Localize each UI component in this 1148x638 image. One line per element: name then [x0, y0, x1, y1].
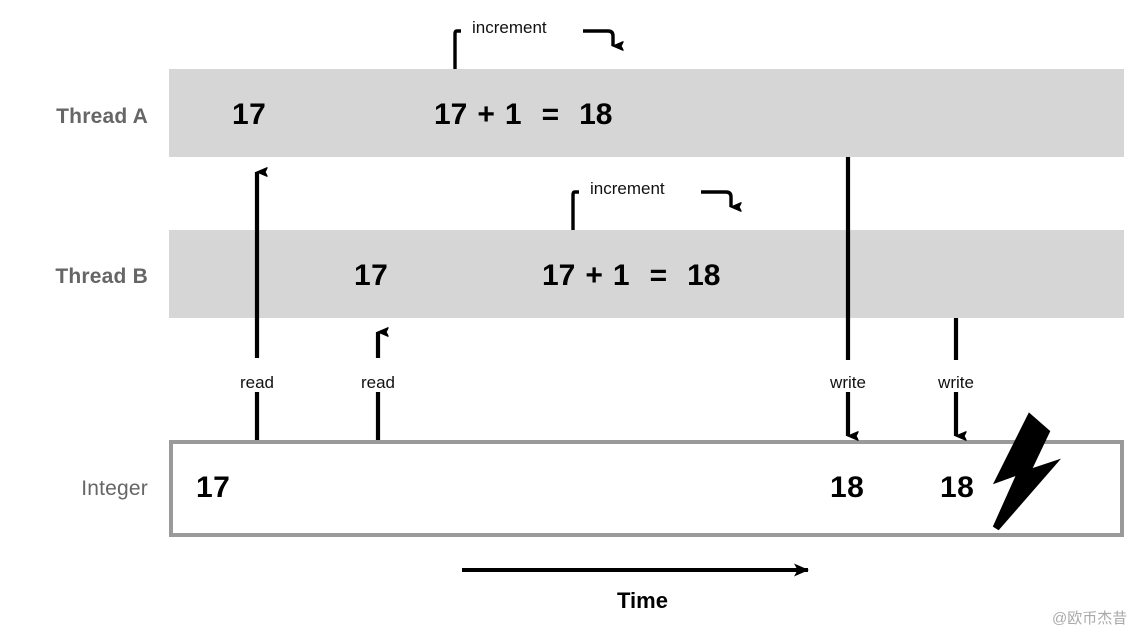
thread-a-expr-plus: + [477, 98, 495, 131]
integer-value-write-a: 18 [830, 471, 865, 504]
read-label-thread-a: read [239, 373, 275, 392]
thread-a-expr-addend: 1 [504, 98, 522, 131]
thread-b-increment-label: increment [590, 179, 665, 198]
thread-b-expr-equals: = [649, 259, 668, 292]
thread-a-expr-equals: = [541, 98, 560, 131]
thread-a-expr-result: 18 [579, 98, 613, 131]
thread-a-expr-left: 17 [434, 98, 468, 131]
thread-b-expr-result: 18 [687, 259, 721, 292]
thread-b-expression: 17 +1 = 18 [542, 259, 721, 293]
integer-box [169, 440, 1124, 537]
row-label-thread-a: Thread A [56, 105, 148, 128]
time-axis-label: Time [617, 588, 668, 613]
thread-b-expr-left: 17 [542, 259, 576, 292]
thread-b-lane [169, 230, 1124, 318]
thread-b-initial-value: 17 [354, 259, 389, 292]
integer-value-initial: 17 [196, 471, 231, 504]
thread-a-increment-label: increment [472, 18, 547, 37]
thread-a-expression: 17 +1 = 18 [434, 98, 613, 132]
thread-b-expr-plus: + [585, 259, 603, 292]
write-label-thread-b: write [938, 373, 974, 392]
thread-a-lane [169, 69, 1124, 157]
thread-b-expr-addend: 1 [612, 259, 630, 292]
row-label-integer: Integer [81, 477, 148, 500]
thread-a-initial-value: 17 [232, 98, 267, 131]
integer-value-write-b: 18 [940, 471, 975, 504]
write-label-thread-a: write [830, 373, 866, 392]
read-label-thread-b: read [360, 373, 396, 392]
row-label-thread-b: Thread B [55, 265, 148, 288]
watermark: @欧币杰昔 [1052, 610, 1128, 627]
